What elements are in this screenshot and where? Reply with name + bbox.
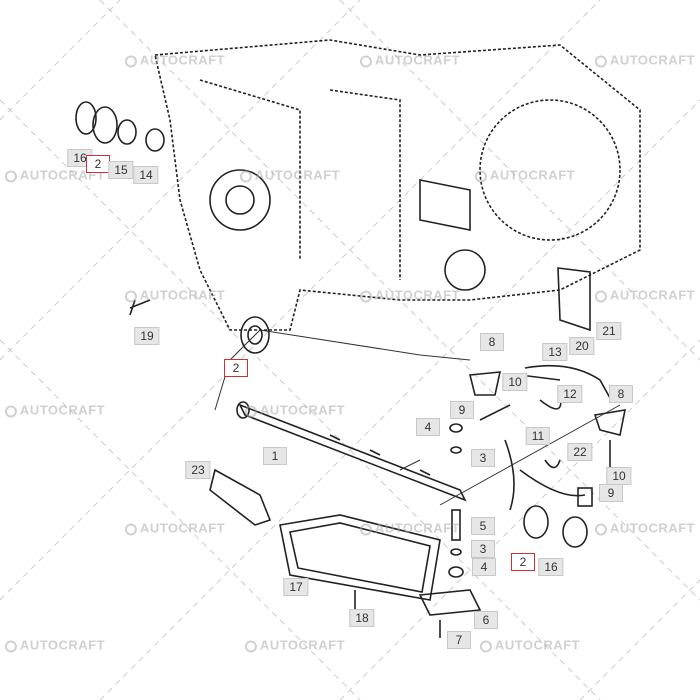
watermark: AUTOCRAFT	[4, 403, 105, 418]
part-label: 23	[185, 461, 211, 479]
leader-lines	[214, 329, 621, 506]
part-label: 13	[542, 343, 568, 361]
part-label: 10	[606, 467, 632, 485]
part-label: 3	[471, 540, 495, 558]
watermark: AUTOCRAFT	[4, 638, 105, 653]
part-label: 19	[134, 327, 160, 345]
part-label: 21	[596, 322, 622, 340]
part-label-highlighted: 2	[86, 155, 110, 173]
part-label: 20	[569, 337, 595, 355]
watermark: AUTOCRAFT	[124, 521, 225, 536]
watermark: AUTOCRAFT	[124, 288, 225, 303]
parts	[75, 101, 627, 638]
part-label: 16	[538, 558, 564, 576]
watermark: AUTOCRAFT	[244, 403, 345, 418]
watermark: AUTOCRAFT	[594, 521, 695, 536]
part-label: 4	[416, 418, 440, 436]
part-label: 8	[480, 333, 504, 351]
watermark: AUTOCRAFT	[244, 638, 345, 653]
watermark: AUTOCRAFT	[4, 168, 105, 183]
part-label: 1	[263, 447, 287, 465]
watermark: AUTOCRAFT	[594, 288, 695, 303]
part-label: 9	[450, 401, 474, 419]
part-label: 9	[599, 484, 623, 502]
watermark: AUTOCRAFT	[359, 53, 460, 68]
watermark: AUTOCRAFT	[124, 53, 225, 68]
part-label-highlighted: 2	[511, 553, 535, 571]
part-label: 12	[557, 385, 583, 403]
watermark: AUTOCRAFT	[594, 53, 695, 68]
watermark: AUTOCRAFT	[479, 638, 580, 653]
watermark: AUTOCRAFT	[359, 288, 460, 303]
part-label: 17	[283, 578, 309, 596]
part-label: 11	[525, 427, 551, 445]
part-label: 22	[567, 443, 593, 461]
watermark: AUTOCRAFT	[359, 521, 460, 536]
part-label: 15	[108, 161, 134, 179]
part-label: 8	[609, 385, 633, 403]
part-label: 10	[502, 373, 528, 391]
part-label: 6	[474, 611, 498, 629]
part-label-highlighted: 2	[224, 359, 248, 377]
watermark: AUTOCRAFT	[474, 168, 575, 183]
engine-block	[154, 39, 641, 331]
watermark: AUTOCRAFT	[239, 168, 340, 183]
part-label: 7	[447, 631, 471, 649]
part-label: 5	[471, 517, 495, 535]
part-label: 14	[133, 166, 159, 184]
part-label: 3	[471, 449, 495, 467]
part-label: 4	[472, 558, 496, 576]
part-label: 18	[349, 609, 375, 627]
